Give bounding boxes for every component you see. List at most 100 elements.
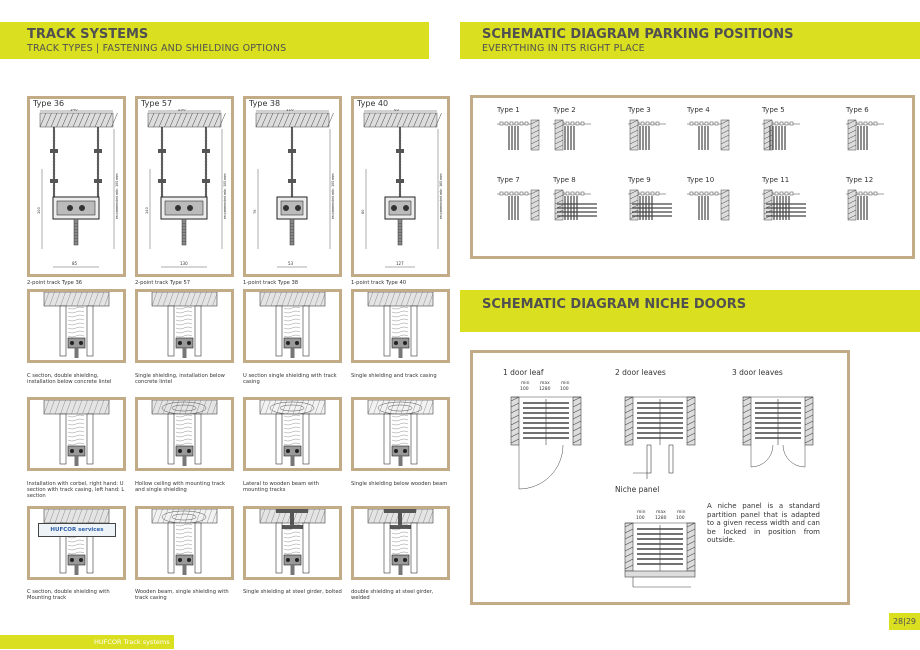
parking-position-drawing (553, 119, 591, 151)
shielding-card (135, 506, 234, 580)
niche-label-2: 2 door leaves (615, 368, 666, 377)
parking-type-label: Type 12 (845, 176, 873, 184)
parking-position-drawing (628, 119, 666, 151)
dim-min-value: 100 (520, 386, 529, 392)
dim-top-label: 83 (394, 109, 400, 112)
dim-min-value: 100 (636, 515, 645, 521)
shielding-drawing (259, 291, 326, 358)
parking-type-label: Type 2 (552, 106, 576, 114)
parking-type-label: Type 11 (761, 176, 789, 184)
parking-position-drawing (762, 189, 806, 221)
right-header-band (460, 22, 920, 59)
shielding-drawing (259, 508, 326, 575)
dim-mid-label: 140 (145, 207, 149, 214)
shielding-drawing (151, 399, 218, 466)
shielding-drawing (367, 291, 434, 358)
niche-label-1: 1 door leaf (503, 368, 544, 377)
track-type-label: Type 36 (33, 99, 65, 108)
dim-bottom-label: 53 (288, 261, 294, 266)
shielding-drawing (367, 508, 434, 575)
left-header-subtitle: TRACK TYPES | FASTENING AND SHIELDING OP… (27, 43, 287, 54)
shielding-card (351, 506, 450, 580)
niche-doors-svg: 1 door leaf 2 door leaves 3 door leaves … (503, 368, 814, 588)
shielding-card (243, 397, 342, 471)
niche-doors-diagram: 1 door leaf 2 door leaves 3 door leaves … (470, 350, 850, 605)
dim-max-value: 1280 (655, 515, 667, 521)
right-header-title: SCHEMATIC DIAGRAM PARKING POSITIONS (482, 27, 794, 42)
dim-top-label: 200 (178, 109, 186, 112)
shielding-caption: Wooden beam, single shielding with track… (135, 589, 229, 601)
shielding-card (351, 397, 450, 471)
shielding-drawing (43, 291, 110, 358)
niche-drawings (510, 396, 814, 588)
niche-header-band (460, 290, 920, 332)
shielding-caption: Single shielding below wooden beam (351, 481, 448, 487)
track-type-caption: 1-point track Type 40 (351, 280, 407, 286)
parking-type-label: Type 9 (627, 176, 651, 184)
niche-drawing (624, 396, 696, 479)
shielding-caption: Lateral to wooden beam with mounting tra… (243, 481, 319, 493)
dim-side-label: recommended min. 100 mm (115, 174, 119, 219)
dim-max-value: 1280 (539, 386, 551, 392)
shielding-drawing (367, 399, 434, 466)
niche-header-title: SCHEMATIC DIAGRAM NICHE DOORS (482, 297, 747, 312)
shielding-card (27, 289, 126, 363)
footer-label: HUFCOR Track systems (0, 635, 174, 649)
parking-position-drawing (846, 189, 884, 221)
dim-min-label: min (637, 509, 646, 515)
track-type-card: Type 40 83 127 recommended min. 160 mm 80 (351, 96, 450, 277)
shielding-card (135, 289, 234, 363)
niche-panel-description: A niche panel is a standard partition pa… (707, 502, 820, 545)
track-type-drawing: 140 85 recommended min. 100 mm 100 (37, 109, 119, 268)
niche-label-3: 3 door leaves (732, 368, 783, 377)
shielding-caption: Single shielding at steel girder, bolted (243, 589, 342, 595)
track-type-label: Type 38 (249, 99, 281, 108)
dim-min-label: min (677, 509, 686, 515)
dim-max-label: max (540, 381, 550, 386)
niche-drawing (742, 396, 814, 468)
dim-bottom-label: 85 (72, 261, 78, 266)
shielding-caption: U section single shielding with track ca… (243, 373, 337, 385)
parking-type-label: Type 7 (496, 176, 520, 184)
parking-position-drawing (687, 119, 730, 151)
shielding-drawing (259, 399, 326, 466)
dim-side-label: recommended min. 100 mm (331, 174, 335, 219)
shielding-drawing (43, 399, 110, 466)
dim-max-label: max (656, 510, 666, 515)
parking-position-drawing (687, 189, 730, 221)
parking-type-label: Type 8 (552, 176, 576, 184)
parking-type-label: Type 6 (845, 106, 869, 114)
niche-panel-label: Niche panel (615, 485, 659, 494)
dim-side-label: recommended min. 100 mm (223, 174, 227, 219)
dim-min-value: 100 (560, 386, 569, 392)
dim-top-label: 140 (70, 109, 78, 112)
dim-mid-label: 80 (361, 210, 365, 214)
dim-bottom-label: 127 (396, 261, 404, 266)
track-type-caption: 1-point track Type 38 (243, 280, 299, 286)
dim-side-label: recommended min. 160 mm (439, 174, 443, 219)
page-number: 28|29 (889, 613, 920, 630)
shielding-caption: Hollow ceiling with mounting track and s… (135, 481, 225, 493)
track-type-label: Type 40 (357, 99, 389, 108)
dim-mid-label: 100 (37, 207, 41, 214)
track-type-card: Type 36 140 85 recommended min. 100 mm 100 (27, 96, 126, 277)
hufcor-services-label: HUFCOR services (50, 527, 104, 533)
track-type-drawing: 83 127 recommended min. 160 mm 80 (361, 109, 443, 268)
parking-type-label: Type 5 (761, 106, 785, 114)
left-header-band (0, 22, 429, 59)
shielding-card (243, 289, 342, 363)
dim-labels-panel: min max min 100 1280 100 (636, 509, 686, 521)
shielding-caption: Single shielding and track casing (351, 373, 437, 379)
shielding-drawing (151, 508, 218, 575)
parking-position-drawing (846, 119, 884, 151)
shielding-card (27, 397, 126, 471)
track-type-label: Type 57 (141, 99, 173, 108)
parking-type-label: Type 10 (686, 176, 714, 184)
shielding-card (243, 506, 342, 580)
parking-position-drawing (553, 189, 597, 221)
